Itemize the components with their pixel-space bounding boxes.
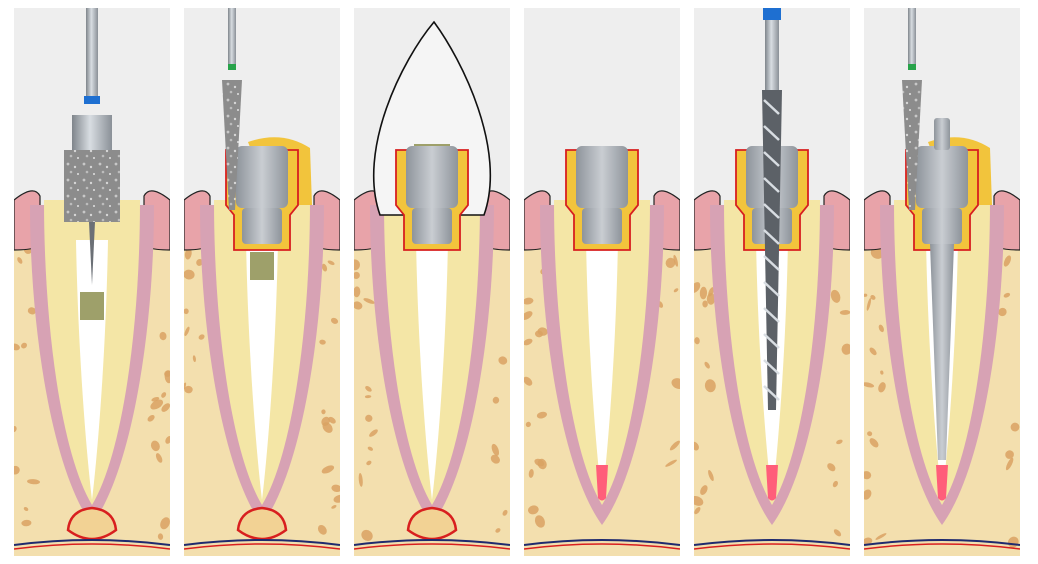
periapical-lesion: [68, 508, 116, 539]
post-neck: [242, 208, 282, 244]
bur-collar: [72, 115, 112, 151]
post-neck: [582, 208, 622, 244]
post-neck: [412, 208, 452, 244]
diamond-bur-head: [64, 150, 120, 222]
periapical-lesion: [238, 508, 286, 539]
old-filling: [250, 252, 274, 280]
green-band: [908, 64, 916, 70]
blue-band: [84, 96, 100, 104]
post-head: [916, 146, 968, 208]
panels-group: [9, 8, 1021, 556]
post-stub: [934, 118, 950, 150]
drill-blue-band: [763, 8, 781, 20]
panel-2: [181, 8, 346, 556]
handpiece-shaft: [86, 8, 98, 98]
bur-shank: [228, 8, 236, 68]
post-head: [236, 146, 288, 208]
panel-4: [520, 8, 687, 556]
drill-shank: [765, 20, 779, 90]
panel-6: [861, 8, 1021, 556]
green-band: [228, 64, 236, 70]
panel-3: [349, 8, 510, 556]
panel-1: [9, 8, 173, 556]
post-head: [406, 146, 458, 208]
periapical-lesion: [408, 508, 456, 539]
post-head: [576, 146, 628, 208]
panel-5: [689, 8, 855, 556]
old-filling: [80, 292, 104, 320]
bur-shank: [908, 8, 916, 68]
post-neck: [922, 208, 962, 244]
